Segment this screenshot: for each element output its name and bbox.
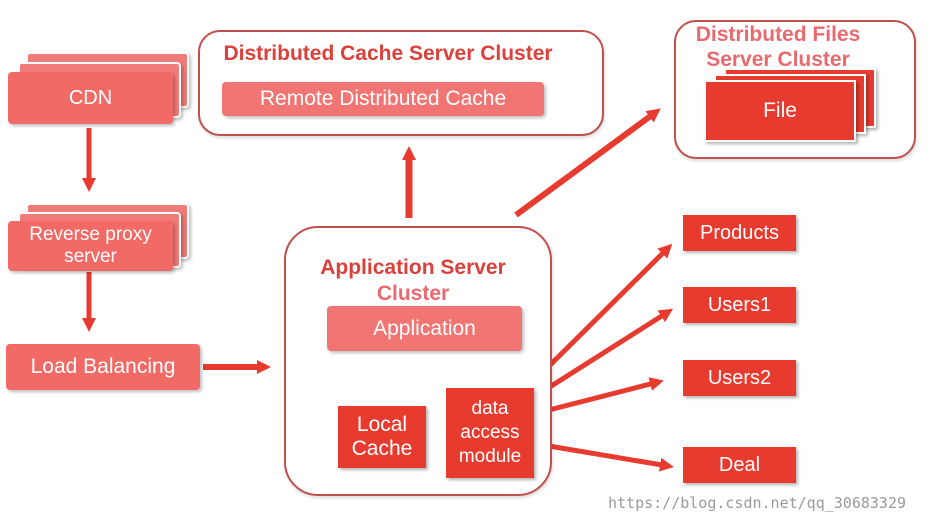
load-balancing-node: Load Balancing — [6, 344, 200, 390]
cdn-node: CDN — [8, 72, 173, 124]
app-cluster-title-line2: Cluster — [376, 282, 450, 305]
cdn-label: CDN — [68, 86, 113, 109]
db-products: Products — [683, 215, 796, 251]
arrow-app-to-files — [514, 108, 661, 218]
file-node: File — [704, 80, 856, 142]
db-products-label: Products — [700, 221, 779, 244]
remote-cache-node: Remote Distributed Cache — [222, 82, 544, 116]
files-cluster-title: Distributed Files Server Cluster — [695, 23, 861, 71]
app-cluster-title-line1: Application Server — [320, 256, 506, 279]
file-label: File — [763, 99, 797, 122]
db-users2: Users2 — [683, 360, 796, 396]
db-users1: Users1 — [683, 287, 796, 323]
cache-cluster-title: Distributed Cache Server Cluster — [223, 42, 553, 65]
data-access-module-node: data access module — [446, 388, 534, 478]
local-cache-label: Local Cache — [351, 413, 413, 460]
proxy-node: Reverse proxy server — [8, 221, 173, 271]
application-label: Application — [373, 316, 476, 340]
arrow-da-to-users1 — [543, 308, 674, 393]
arrow-da-to-deal — [548, 443, 674, 472]
db-users2-label: Users2 — [707, 366, 772, 389]
data-access-label: data access module — [458, 398, 522, 467]
lb-label: Load Balancing — [30, 355, 176, 378]
application-node: Application — [327, 306, 522, 351]
remote-cache-label: Remote Distributed Cache — [259, 87, 507, 110]
arrow-da-to-products — [535, 243, 673, 380]
db-deal: Deal — [683, 447, 796, 483]
db-deal-label: Deal — [718, 453, 761, 476]
watermark-text: https://blog.csdn.net/qq_30683329 — [608, 494, 907, 512]
local-cache-node: Local Cache — [338, 406, 426, 468]
arrow-da-to-users2 — [548, 377, 664, 413]
proxy-label: Reverse proxy server — [29, 224, 152, 267]
db-users1-label: Users1 — [707, 293, 772, 316]
